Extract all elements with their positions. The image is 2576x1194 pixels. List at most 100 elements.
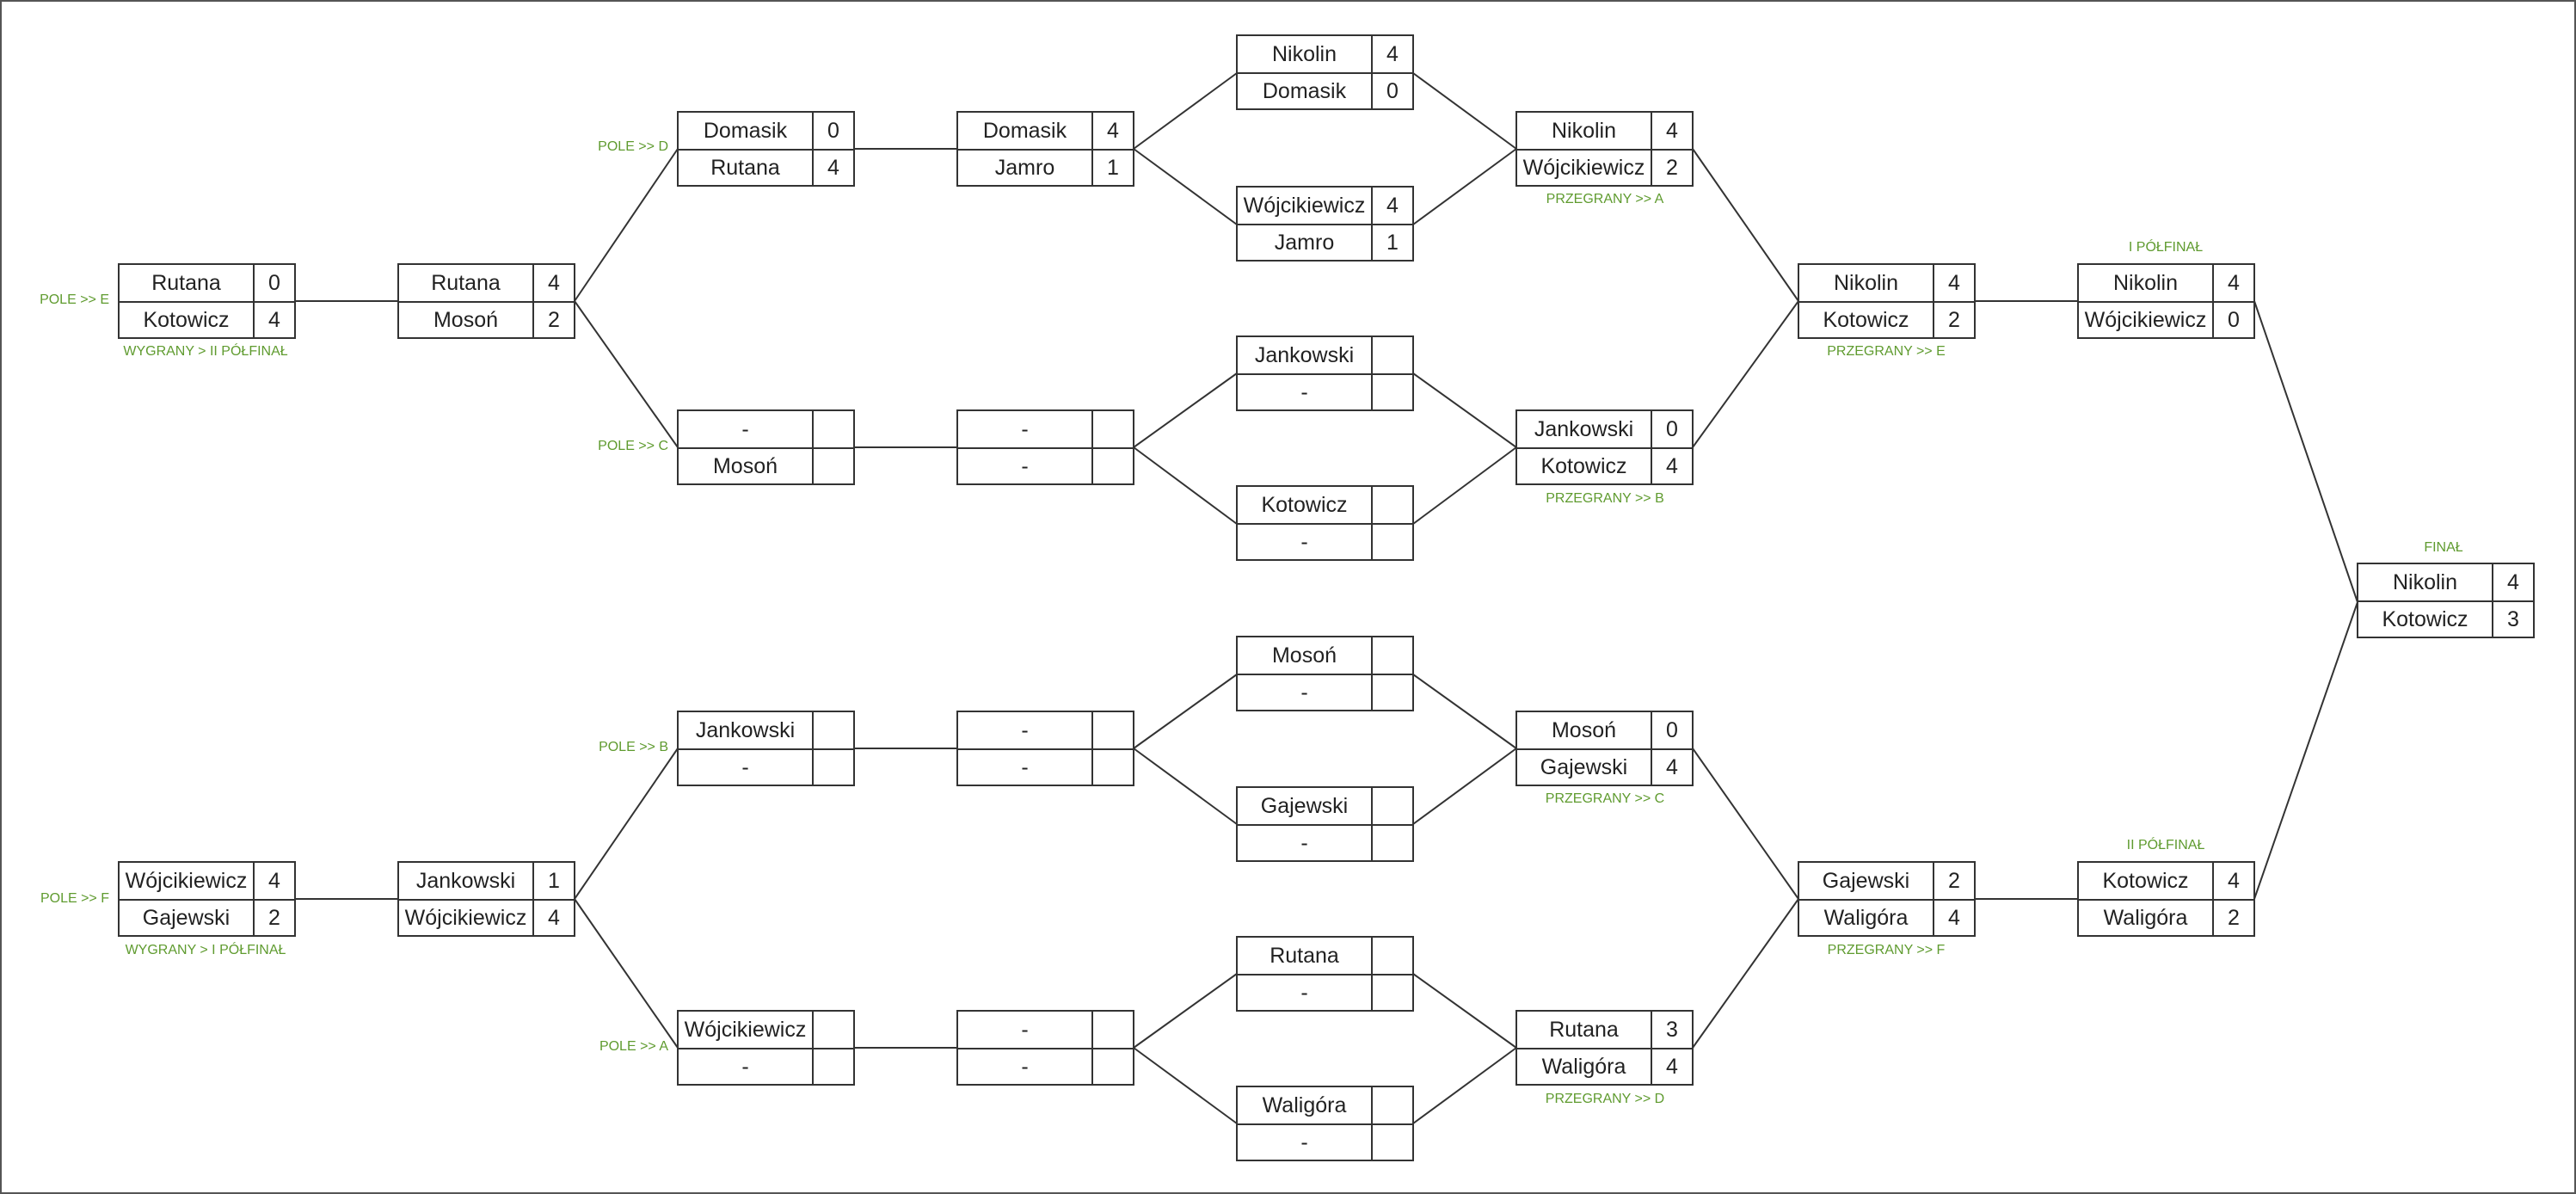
player-row: - <box>958 1012 1133 1049</box>
connector <box>1133 674 1238 749</box>
player-row: Nikolin 4 <box>2358 564 2533 602</box>
player-name: Kotowicz <box>2358 601 2493 637</box>
player-score <box>814 411 853 447</box>
player-name: Jankowski <box>1517 411 1652 447</box>
label-przegrany-b: PRZEGRANY >> B <box>1546 491 1664 506</box>
player-score <box>1373 975 1412 1011</box>
connector <box>574 748 679 900</box>
player-name: Rutana <box>1517 1012 1652 1048</box>
player-row: - <box>1238 524 1412 560</box>
player-score <box>1093 712 1133 748</box>
player-score: 2 <box>268 905 280 930</box>
player-score: 4 <box>268 868 280 893</box>
connector <box>1412 748 1517 825</box>
match-box: Jankowski - <box>1236 335 1414 411</box>
player-score: 0 <box>2228 307 2240 332</box>
connector <box>1133 446 1238 525</box>
connector <box>1412 1047 1517 1124</box>
connector <box>1133 1047 1238 1124</box>
player-name: - <box>679 411 814 447</box>
player-name: Kotowicz <box>120 302 255 338</box>
player-score: 4 <box>2228 868 2240 893</box>
player-name: - <box>1238 674 1373 711</box>
match-box: Mosoń - <box>1236 636 1414 711</box>
player-score <box>1373 788 1412 824</box>
player-row: - <box>1238 1124 1412 1160</box>
player-name: Mosoń <box>679 448 814 484</box>
player-score: 0 <box>1666 717 1678 742</box>
player-score: 4 <box>1666 1054 1678 1079</box>
player-score: 4 <box>1666 118 1678 143</box>
connector <box>1412 674 1517 749</box>
connector <box>1133 372 1238 448</box>
label-przegrany-e: PRZEGRANY >> E <box>1827 344 1946 359</box>
player-score: 1 <box>1107 155 1119 180</box>
player-name: - <box>958 1012 1093 1048</box>
player-score: 4 <box>1948 905 1960 930</box>
player-name: Rutana <box>120 265 255 301</box>
player-score: 4 <box>1666 453 1678 478</box>
player-name: Nikolin <box>1799 265 1934 301</box>
match-box: - Mosoń <box>677 409 855 485</box>
label-pole-d: POLE >> D <box>598 139 668 154</box>
player-row: - <box>958 1049 1133 1085</box>
player-name: - <box>958 712 1093 748</box>
player-score <box>1093 448 1133 484</box>
connector <box>1412 148 1517 225</box>
player-name: Gajewski <box>1517 749 1652 785</box>
player-score <box>1373 524 1412 560</box>
player-score: 4 <box>2228 270 2240 295</box>
player-row: Wójcikiewicz 4 <box>1238 188 1412 225</box>
player-name: Mosoń <box>399 302 534 338</box>
label-pole-a: POLE >> A <box>599 1039 668 1054</box>
player-row: - <box>1238 674 1412 711</box>
player-name: Rutana <box>1238 938 1373 974</box>
connector <box>2253 601 2358 900</box>
label-przegrany-a: PRZEGRANY >> A <box>1546 192 1664 206</box>
player-score: 4 <box>1386 193 1399 218</box>
player-name: Jankowski <box>399 863 534 899</box>
player-name: Domasik <box>958 113 1093 149</box>
player-name: Mosoń <box>1517 712 1652 748</box>
player-name: Nikolin <box>2358 564 2493 600</box>
player-row: Mosoń <box>679 448 853 484</box>
player-name: - <box>1238 975 1373 1011</box>
player-score: 0 <box>827 118 839 143</box>
label-przegrany-f: PRZEGRANY >> F <box>1827 943 1946 957</box>
player-score: 4 <box>2507 569 2519 594</box>
match-box: Gajewski - <box>1236 786 1414 862</box>
player-name: Wójcikiewicz <box>1238 188 1373 224</box>
player-name: - <box>958 1049 1093 1085</box>
player-name: Kotowicz <box>1799 302 1934 338</box>
player-name: Domasik <box>1238 73 1373 109</box>
player-score <box>1373 487 1412 523</box>
player-score: 2 <box>1948 307 1960 332</box>
label-ii-polfinal: II PÓŁFINAŁ <box>2126 838 2205 852</box>
player-score: 2 <box>1948 868 1960 893</box>
match-box: Wójcikiewicz - <box>677 1010 855 1086</box>
player-score: 4 <box>827 155 839 180</box>
player-score <box>1093 749 1133 785</box>
label-przegrany-c: PRZEGRANY >> C <box>1545 791 1665 806</box>
connector <box>1133 148 1238 225</box>
connector <box>1412 446 1517 525</box>
